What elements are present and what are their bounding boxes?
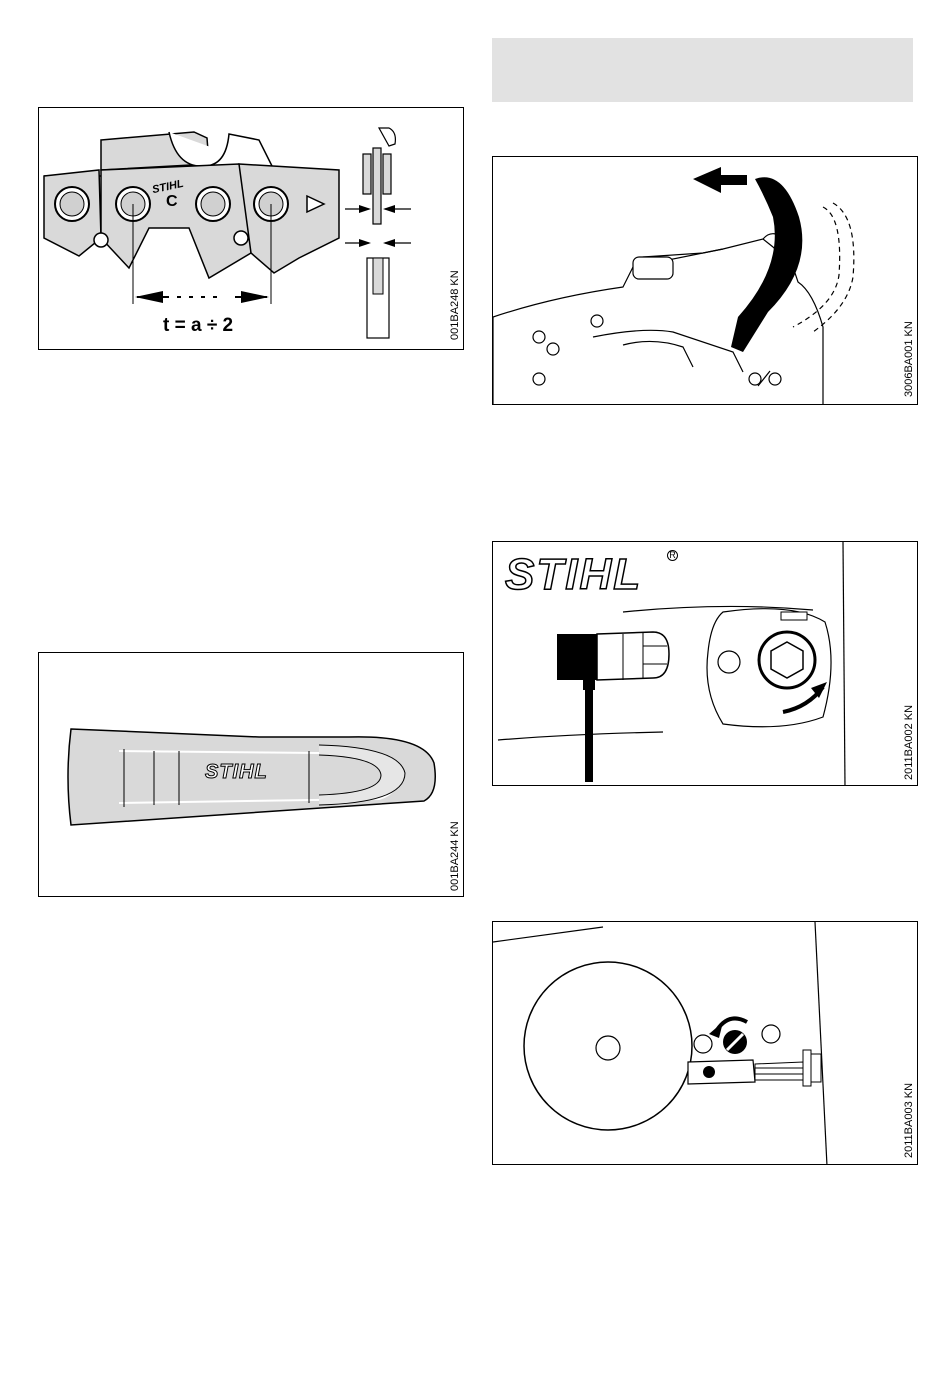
chain-type-mark: C	[166, 193, 178, 211]
stihl-logo: STIHL	[505, 550, 642, 600]
figure-code: 2011BA002 KN	[903, 705, 915, 780]
figure-brake-release: 3006BA001 KN	[492, 156, 918, 405]
figure-code: 3006BA001 KN	[903, 321, 915, 397]
figure-tension-screw: 2011BA003 KN	[492, 921, 918, 1165]
brake-release-illustration	[493, 157, 918, 405]
figure-chain-pitch: STIHL C t = a ÷ 2 001BA248 KN	[38, 107, 464, 350]
tension-screw-illustration	[493, 922, 918, 1165]
pitch-formula: t = a ÷ 2	[163, 315, 233, 337]
stihl-logo: STIHL	[205, 761, 268, 784]
figure-code: 001BA248 KN	[449, 270, 461, 340]
section-heading-bar	[492, 38, 913, 102]
figure-bar-cover: STIHL 001BA244 KN	[38, 652, 464, 897]
chain-pitch-illustration	[39, 108, 464, 350]
figure-nut-loosen: STIHL R 2011BA002 KN	[492, 541, 918, 786]
figure-code: 2011BA003 KN	[903, 1083, 915, 1158]
registered-mark: R	[667, 550, 678, 561]
figure-code: 001BA244 KN	[449, 821, 461, 891]
